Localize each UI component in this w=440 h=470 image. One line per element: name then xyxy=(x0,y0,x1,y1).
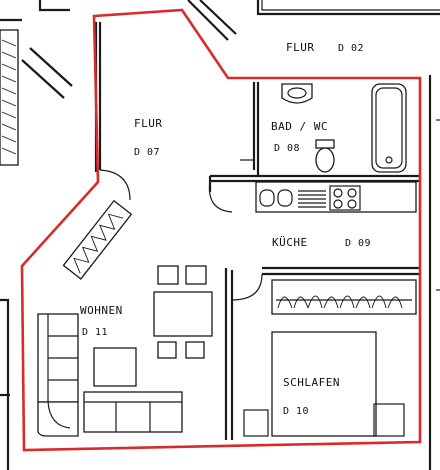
apartment-outline xyxy=(20,8,422,452)
living-room-furniture xyxy=(37,199,213,437)
room-id-wohnen: D 11 xyxy=(82,327,108,338)
toilet-tank xyxy=(315,139,335,149)
room-name-wohnen: WOHNEN xyxy=(80,304,123,317)
wardrobe xyxy=(271,279,417,315)
sofa xyxy=(37,313,183,437)
nightstand xyxy=(243,409,269,437)
stove xyxy=(329,185,361,211)
washbasin xyxy=(281,83,313,104)
room-name-kueche: KÜCHE xyxy=(272,236,308,249)
bathroom-fixtures xyxy=(281,83,407,173)
sink-basin-right xyxy=(277,189,293,207)
room-name-flur-d07: FLUR xyxy=(134,117,163,130)
dining-chair xyxy=(185,265,207,285)
room-id-flur-d02: D 02 xyxy=(338,43,364,54)
kitchen-fixtures xyxy=(255,181,417,213)
dining-chair xyxy=(185,341,205,359)
room-id-bad: D 08 xyxy=(274,143,300,154)
coffee-table xyxy=(93,347,137,387)
dining-chair xyxy=(157,265,179,285)
dining-table xyxy=(153,291,213,337)
interior-walls xyxy=(94,22,420,440)
exterior-window-block xyxy=(0,29,19,166)
dining-chair xyxy=(157,341,177,359)
room-name-bad: BAD / WC xyxy=(271,120,328,133)
room-labels: FLUR D 02 FLUR D 07 BAD / WC D 08 KÜCHE … xyxy=(80,41,371,417)
room-id-schlafen: D 10 xyxy=(283,406,309,417)
sink-basin-left xyxy=(259,189,275,207)
room-name-schlafen: SCHLAFEN xyxy=(283,376,340,389)
room-id-flur-d07: D 07 xyxy=(134,147,160,158)
drainboard xyxy=(298,190,326,208)
room-name-flur-d02: FLUR xyxy=(286,41,315,54)
room-id-kueche: D 09 xyxy=(345,238,371,249)
diagonal-cabinet xyxy=(62,199,133,280)
toilet xyxy=(315,147,335,173)
bedroom-furniture xyxy=(243,279,417,437)
nightstand xyxy=(373,403,405,437)
double-bed xyxy=(271,331,377,437)
bathtub xyxy=(371,83,407,173)
